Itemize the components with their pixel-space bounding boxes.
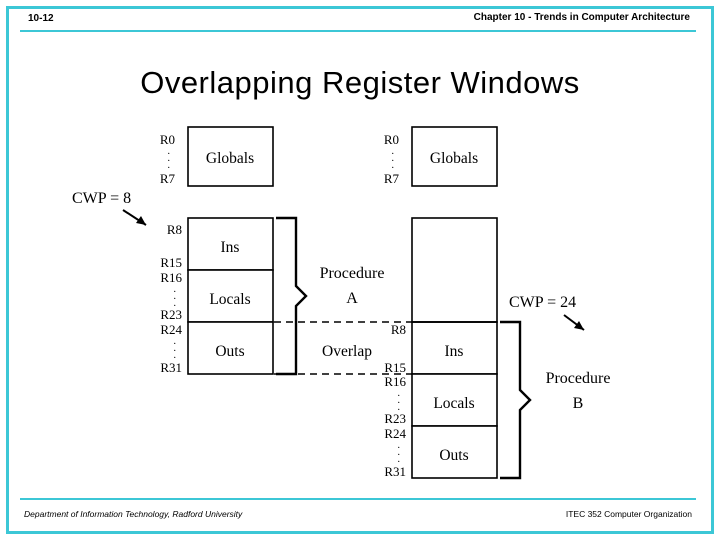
svg-text:.: .: [398, 402, 401, 413]
proc-b-name-line1: Procedure: [546, 370, 611, 387]
proc-b-name-line2: B: [573, 395, 584, 412]
svg-text:.: .: [398, 447, 401, 458]
proc-b-ins-bottom-reg: R15: [384, 360, 406, 375]
svg-text:.: .: [398, 440, 401, 451]
proc-b-locals-top-reg: R16: [384, 374, 406, 389]
proc-b-ins-label: Ins: [445, 343, 464, 360]
footer-divider: [20, 498, 696, 500]
footer-course: ITEC 352 Computer Organization: [565, 509, 692, 519]
proc-b-cwp-label: CWP = 24: [509, 294, 576, 311]
proc-b-globals-bottom-reg: R7: [384, 171, 400, 186]
proc-a-locals-top-reg: R16: [160, 270, 182, 285]
svg-text:.: .: [392, 146, 395, 157]
proc-a-ins-top-reg: R8: [167, 222, 182, 237]
proc-a-locals-label: Locals: [209, 291, 250, 308]
proc-b-globals-label: Globals: [430, 150, 478, 167]
svg-text:.: .: [398, 395, 401, 406]
proc-a-ins-bottom-reg: R15: [160, 255, 182, 270]
proc-b-locals-label: Locals: [433, 395, 474, 412]
svg-text:.: .: [174, 298, 177, 309]
svg-text:.: .: [398, 454, 401, 465]
page-title: Overlapping Register Windows: [140, 64, 580, 100]
proc-a-globals-dot3: .: [168, 160, 171, 171]
proc-a-name-line2: A: [346, 290, 358, 307]
proc-b-globals-top-reg: R0: [384, 132, 399, 147]
proc-a-globals-bottom-reg: R7: [160, 171, 176, 186]
proc-a-outs-top-reg: R24: [160, 322, 182, 337]
proc-a-ins-label: Ins: [221, 239, 240, 256]
proc-a-name-line1: Procedure: [320, 265, 385, 282]
proc-b-outs-label: Outs: [439, 447, 468, 464]
footer-department: Department of Information Technology, Ra…: [24, 509, 243, 519]
proc-a-globals-dot1: .: [168, 146, 171, 157]
svg-text:.: .: [174, 284, 177, 295]
slide-border-inner: [11, 11, 709, 529]
proc-a-cwp-label: CWP = 8: [72, 190, 131, 207]
proc-a-outs-label: Outs: [215, 343, 244, 360]
proc-b-outs-bottom-reg: R31: [384, 464, 406, 479]
chapter-header: Chapter 10 - Trends in Computer Architec…: [473, 12, 690, 23]
svg-text:.: .: [392, 160, 395, 171]
proc-a-globals-dot2: .: [168, 153, 171, 164]
proc-a-outs-bottom-reg: R31: [160, 360, 182, 375]
slide-border-outer: [6, 6, 714, 534]
register-windows-diagram: Globals R0 . . . R7 CWP = 8 Ins R8 R15 L…: [0, 100, 720, 495]
proc-b-ins-top-reg: R8: [391, 322, 406, 337]
svg-text:.: .: [174, 336, 177, 347]
proc-a-globals-top-reg: R0: [160, 132, 175, 147]
svg-text:.: .: [174, 343, 177, 354]
header-divider: [20, 30, 696, 32]
proc-a-locals-bottom-reg: R23: [160, 307, 182, 322]
svg-text:.: .: [392, 153, 395, 164]
svg-text:.: .: [398, 388, 401, 399]
svg-text:.: .: [174, 291, 177, 302]
proc-b-locals-bottom-reg: R23: [384, 411, 406, 426]
overlap-label: Overlap: [322, 343, 372, 360]
svg-text:.: .: [174, 350, 177, 361]
proc-a-globals-label: Globals: [206, 150, 254, 167]
proc-b-outs-top-reg: R24: [384, 426, 406, 441]
slide-number: 10-12: [28, 13, 54, 24]
